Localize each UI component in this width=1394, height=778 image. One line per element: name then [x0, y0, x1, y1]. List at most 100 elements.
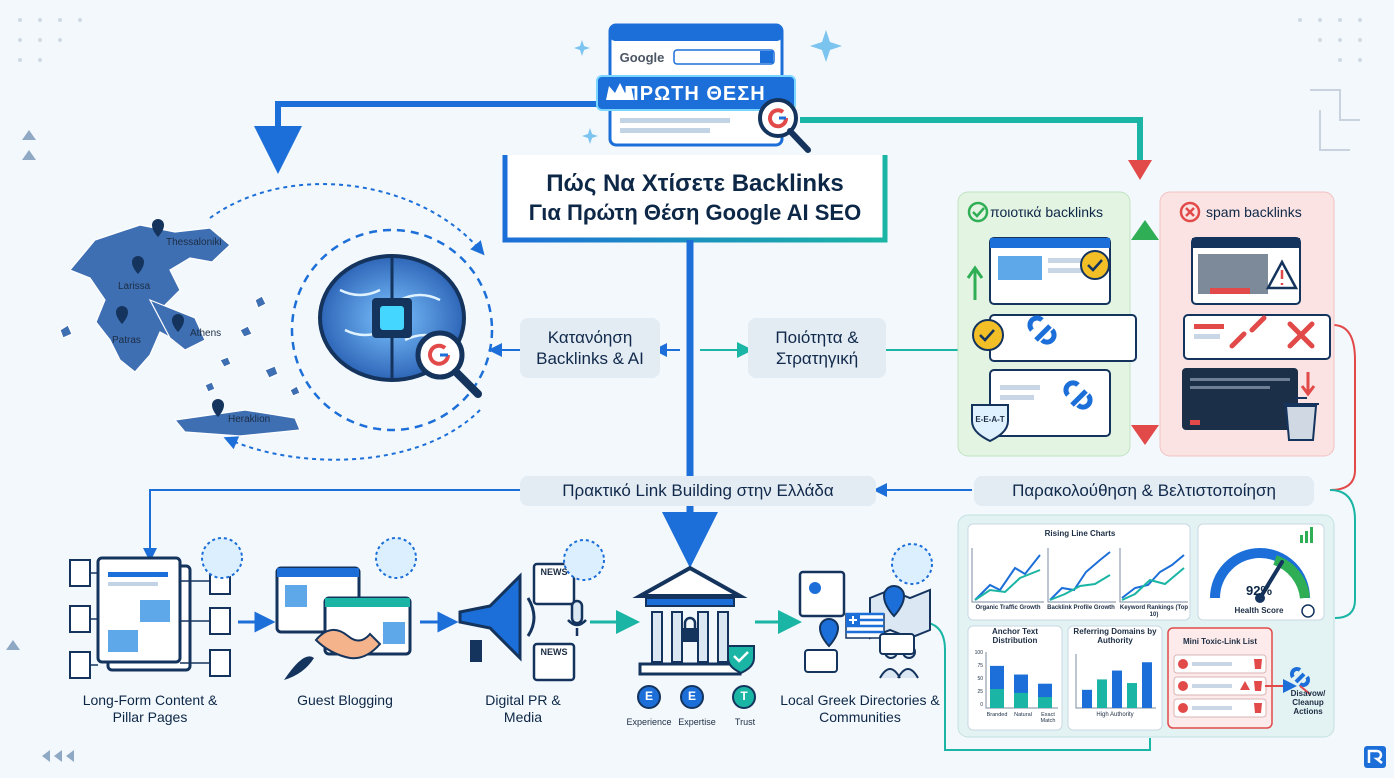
health-score-label: Health Score: [1234, 606, 1284, 615]
eet-label-1: Experience: [626, 717, 672, 727]
tactic-guest: Guest Blogging: [297, 692, 393, 708]
spam-link-cards: [1182, 237, 1331, 441]
ai-brain-icon: [318, 254, 482, 398]
decorative-dots: [18, 18, 1362, 62]
document-stack-icon: [69, 556, 231, 679]
up-arrow-icon: [966, 265, 984, 300]
pin-thessaloniki-icon: [152, 219, 164, 237]
badge-frame: [596, 75, 796, 111]
triangle-decoration: [6, 130, 36, 650]
anchor-tick-50: 50: [977, 676, 983, 682]
ref-bar: [1082, 689, 1092, 708]
step-quality: Ποιότητα & Στρατηγική: [748, 318, 886, 378]
eet-label-3: Trust: [734, 717, 756, 727]
microphone-icon: [567, 599, 587, 636]
pin-larissa-icon: [132, 256, 144, 274]
spam-backlinks-title: spam backlinks: [1206, 204, 1302, 220]
circuit-decoration: [1310, 89, 1360, 151]
ref-bar: [1112, 670, 1122, 708]
city-patras: Patras: [112, 335, 141, 346]
pin-athens-icon: [172, 314, 184, 332]
ref-bar: [1142, 662, 1152, 708]
pin-heraklion-icon: [212, 399, 224, 417]
title-frame: [502, 155, 888, 243]
chart-label-traffic: Organic Traffic Growth: [975, 605, 1041, 611]
quill-icon: [284, 656, 314, 680]
disavow-label: Disavow/ Cleanup Actions: [1290, 689, 1326, 716]
sparkle-icons: [574, 30, 842, 144]
step-understanding: Κατανόηση Backlinks & AI: [520, 318, 660, 378]
anchor-bar-segment: [990, 689, 1004, 708]
city-heraklion: Heraklion: [228, 414, 271, 425]
pin-patras-icon: [116, 306, 128, 324]
anchor-cat-branded: Branded: [986, 712, 1008, 718]
health-gauge-icon: [1210, 527, 1315, 618]
title-line-1: Πώς Να Χτίσετε Backlinks: [546, 170, 844, 197]
anchor-tick-25: 25: [977, 689, 983, 695]
greece-map: [59, 224, 301, 437]
good-link-cards: [966, 237, 1137, 443]
location-pin-icon: [882, 585, 906, 618]
referring-domains-title: Referring Domains by Authority: [1073, 627, 1157, 645]
eet-circle: [680, 685, 704, 709]
connector-practical-left: [143, 489, 520, 562]
anchor-text-title: Anchor Text Distribution: [991, 627, 1039, 645]
eet-letter-1: E: [644, 689, 653, 703]
referring-domain-bars: [1075, 654, 1156, 709]
lock-icon: [682, 628, 698, 642]
guest-blogging-icon: [275, 566, 412, 680]
arrow-to-quality: [800, 117, 1143, 165]
chart-label-backlinks: Backlink Profile Growth: [1047, 605, 1115, 611]
city-athens: Athens: [190, 328, 222, 339]
x-mark-icon: [1287, 321, 1315, 349]
anchor-cat-exact: Exact Match: [1040, 712, 1056, 725]
tactic-local: Local Greek Directories & Communities: [780, 692, 940, 725]
news-label-1: NEWS: [540, 567, 568, 577]
anchor-tick-100: 100: [974, 650, 983, 656]
eet-badges: [637, 685, 756, 709]
rising-charts-card: [967, 523, 1191, 621]
award-badge-icon: [1080, 250, 1110, 280]
anchor-text-bars: [985, 652, 1058, 709]
cross-icon: [1179, 201, 1201, 223]
tactic-longform: Long-Form Content & Pillar Pages: [82, 692, 218, 725]
cycle-ring-inner: [290, 228, 494, 432]
good-backlinks-title: ποιοτικά backlinks: [990, 204, 1103, 220]
eet-letter-2: E: [687, 689, 696, 703]
crown-icon: [606, 83, 634, 100]
eet-circle: [637, 685, 661, 709]
anchor-tick-75: 75: [977, 663, 983, 669]
play-decoration: [42, 750, 74, 762]
cycle-ring-outer: [209, 183, 485, 256]
city-larissa: Larissa: [118, 281, 151, 292]
down-arrow-icon: [1300, 372, 1316, 397]
map-pins: [116, 219, 224, 417]
trash-icon: [1283, 397, 1319, 441]
anchor-bar-segment: [1038, 697, 1052, 708]
eet-label-2: Expertise: [678, 717, 716, 727]
magnifier-google-icon: [758, 98, 811, 153]
health-score-value: 92%: [1245, 583, 1273, 598]
connector-spam-monitor: [1329, 324, 1356, 491]
rising-charts-title: Rising Line Charts: [1044, 529, 1116, 538]
ref-bar: [1127, 683, 1137, 708]
toxic-list-rows: [1173, 654, 1311, 718]
broken-link-icon: [1229, 315, 1267, 349]
chain-link-icon-2: [1063, 380, 1093, 410]
anchor-axis: [985, 652, 1058, 709]
ref-category-label: High Authority: [1096, 712, 1134, 718]
eeat-label: E-E-A-T: [975, 415, 1005, 424]
step-monitoring: Παρακολούθηση & Βελτιστοποίηση: [974, 476, 1314, 506]
title-line-2: Για Πρώτη Θέση Google AI SEO: [528, 200, 862, 225]
anchor-tick-0: 0: [980, 702, 983, 708]
pin-icon-2: [818, 618, 840, 648]
eet-circle: [732, 685, 756, 709]
anchor-bar-segment: [1014, 692, 1028, 708]
mini-line-charts: [971, 548, 1188, 603]
first-position-badge: ΠΡΩΤΗ ΘΕΣΗ: [624, 83, 766, 105]
news-label-2: NEWS: [540, 647, 568, 657]
tactic-pr: Digital PR & Media: [485, 692, 561, 725]
anchor-cat-natural: Natural: [1014, 712, 1032, 718]
